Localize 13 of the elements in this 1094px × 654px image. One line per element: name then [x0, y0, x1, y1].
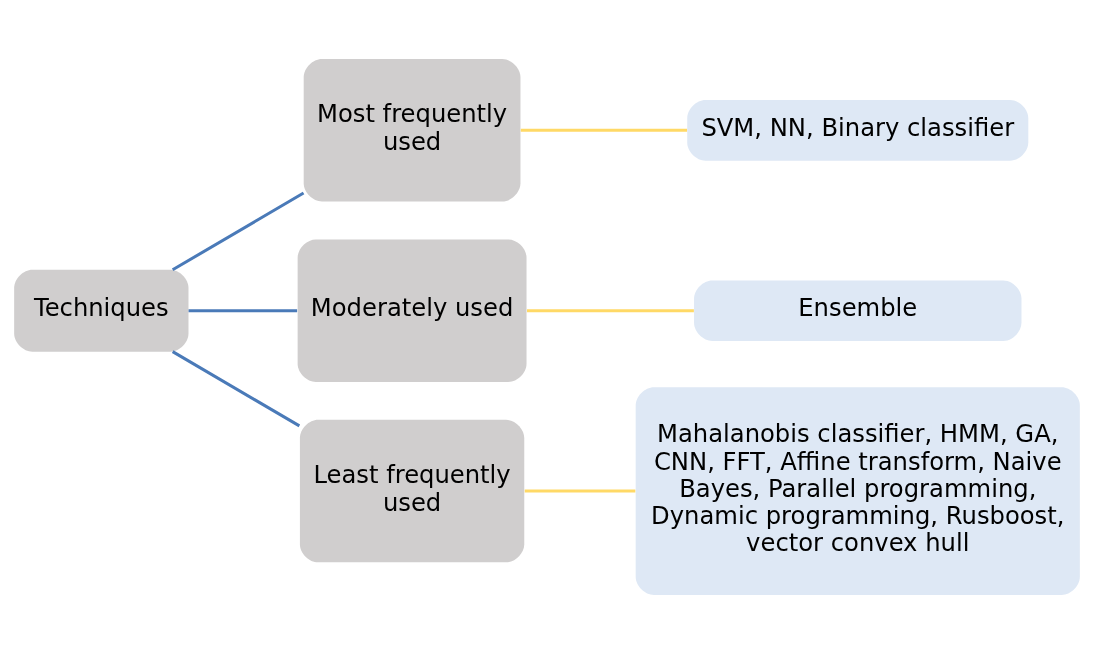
connector: [520, 128, 688, 132]
node-box: Techniques: [14, 269, 189, 352]
connector: [527, 309, 694, 313]
node-box: Most frequently used: [303, 59, 521, 202]
connector: [171, 191, 305, 272]
node-box: Mahalanobis classifier, HMM, GA, CNN, FFT, Affine transform, Naive Bayes, Parallel programming, Dynamic programming, Rusboost, vector convex hull: [635, 387, 1080, 595]
node-box: Ensemble: [694, 280, 1022, 341]
node-box: SVM, NN, Binary classifier: [687, 100, 1029, 161]
node-box: Least frequently used: [299, 419, 525, 563]
connector: [188, 309, 298, 313]
connector: [524, 489, 636, 493]
connector: [171, 350, 301, 428]
node-box: Moderately used: [297, 239, 527, 382]
